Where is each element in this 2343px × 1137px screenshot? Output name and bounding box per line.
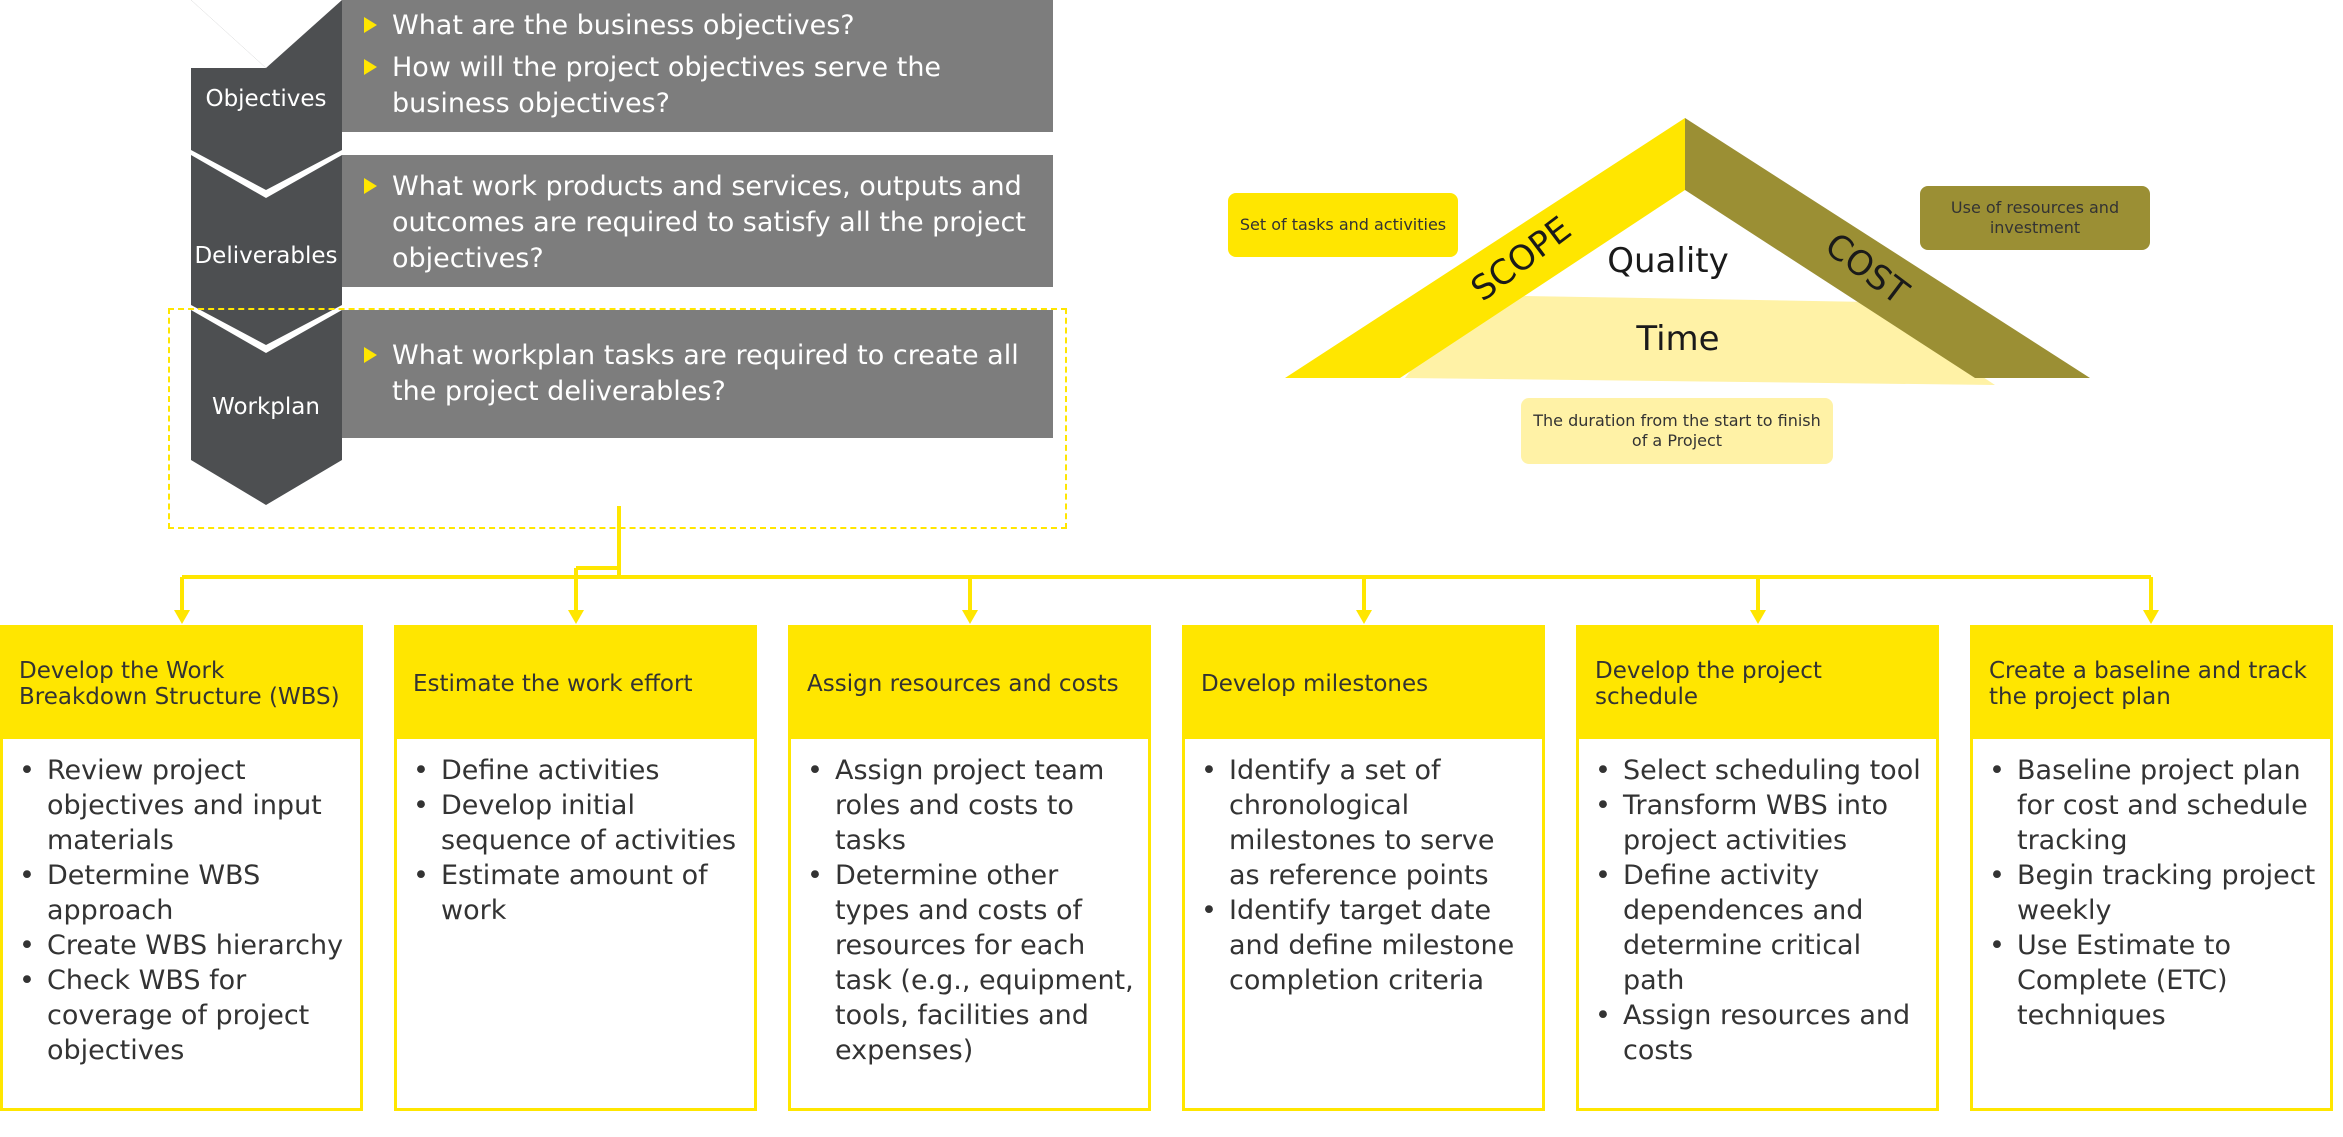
- list-item: •Begin tracking project weekly: [1989, 860, 2316, 926]
- list-item: •Identify target date and define milesto…: [1201, 895, 1515, 996]
- scope-note: Set of tasks and activities: [1228, 193, 1458, 257]
- cost-side: [1685, 118, 2090, 378]
- step-list: •Select scheduling tool •Transform WBS i…: [1579, 739, 1936, 1068]
- step-title: Develop the Work Breakdown Structure (WB…: [3, 628, 360, 739]
- list-item: •Develop initial sequence of activities: [413, 790, 737, 856]
- workplan-highlight-frame: [168, 308, 1067, 529]
- list-item: •Transform WBS into project activities: [1595, 790, 1889, 856]
- list-item: •Determine WBS approach: [19, 860, 261, 926]
- list-item: •Review project objectives and input mat…: [19, 755, 322, 856]
- list-item: •Define activity dependences and determi…: [1595, 860, 1864, 996]
- objectives-question: How will the project objectives serve th…: [362, 50, 1033, 122]
- objectives-label: Objectives: [205, 86, 327, 112]
- connector-arrowheads: [174, 610, 2159, 624]
- connector-lines: [180, 506, 2153, 612]
- list-item: •Use Estimate to Complete (ETC) techniqu…: [1989, 930, 2231, 1031]
- list-item: •Assign resources and costs: [1595, 1000, 1911, 1066]
- deliverables-questions: What work products and services, outputs…: [342, 155, 1053, 287]
- step-card-estimate: Estimate the work effort •Define activit…: [394, 625, 757, 1111]
- list-item: •Identify a set of chronological milesto…: [1201, 755, 1495, 891]
- step-title: Assign resources and costs: [791, 628, 1148, 739]
- deliverables-chevron: [191, 155, 342, 345]
- list-item: •Assign project team roles and costs to …: [807, 755, 1105, 856]
- quality-label: Quality: [1607, 241, 1729, 281]
- deliverables-label: Deliverables: [194, 243, 338, 269]
- step-card-milestones: Develop milestones •Identify a set of ch…: [1182, 625, 1545, 1111]
- step-title: Create a baseline and track the project …: [1973, 628, 2330, 739]
- yellow-triangle-bullet-icon: [364, 17, 377, 33]
- step-title: Develop milestones: [1185, 628, 1542, 739]
- yellow-triangle-bullet-icon: [364, 347, 377, 363]
- step-card-resources: Assign resources and costs •Assign proje…: [788, 625, 1151, 1111]
- step-title: Develop the project schedule: [1579, 628, 1936, 739]
- objectives-question: What are the business objectives?: [362, 8, 1033, 44]
- deliverables-question: What work products and services, outputs…: [362, 169, 1033, 277]
- step-title: Estimate the work effort: [397, 628, 754, 739]
- step-card-baseline: Create a baseline and track the project …: [1970, 625, 2333, 1111]
- cost-note: Use of resources and investment: [1920, 186, 2150, 250]
- yellow-triangle-bullet-icon: [364, 59, 377, 75]
- list-item: •Create WBS hierarchy: [19, 930, 344, 961]
- step-list: •Baseline project plan for cost and sche…: [1973, 739, 2330, 1033]
- scope-side: [1285, 118, 1685, 378]
- time-label: Time: [1635, 319, 1719, 359]
- list-item: •Define activities: [413, 755, 660, 786]
- list-item: •Baseline project plan for cost and sche…: [1989, 755, 2308, 856]
- workplan-question: What workplan tasks are required to crea…: [362, 338, 1033, 410]
- objectives-chevron: [191, 0, 342, 190]
- step-list: •Define activities •Develop initial sequ…: [397, 739, 754, 928]
- time-band: [1405, 295, 1995, 385]
- step-card-wbs: Develop the Work Breakdown Structure (WB…: [0, 625, 363, 1111]
- workplan-chevron: [191, 310, 342, 505]
- time-note: The duration from the start to finish of…: [1521, 398, 1833, 464]
- workplan-questions: What workplan tasks are required to crea…: [342, 310, 1053, 438]
- step-list: •Review project objectives and input mat…: [3, 739, 360, 1068]
- list-item: •Determine other types and costs of reso…: [807, 860, 1134, 1066]
- step-list: •Identify a set of chronological milesto…: [1185, 739, 1542, 998]
- step-list: •Assign project team roles and costs to …: [791, 739, 1148, 1068]
- list-item: •Check WBS for coverage of project objec…: [19, 965, 310, 1066]
- yellow-triangle-bullet-icon: [364, 178, 377, 194]
- list-item: •Estimate amount of work: [413, 860, 708, 926]
- workplan-label: Workplan: [212, 394, 320, 420]
- objectives-questions: What are the business objectives? How wi…: [342, 0, 1053, 132]
- step-card-schedule: Develop the project schedule •Select sch…: [1576, 625, 1939, 1111]
- list-item: •Select scheduling tool: [1595, 755, 1921, 786]
